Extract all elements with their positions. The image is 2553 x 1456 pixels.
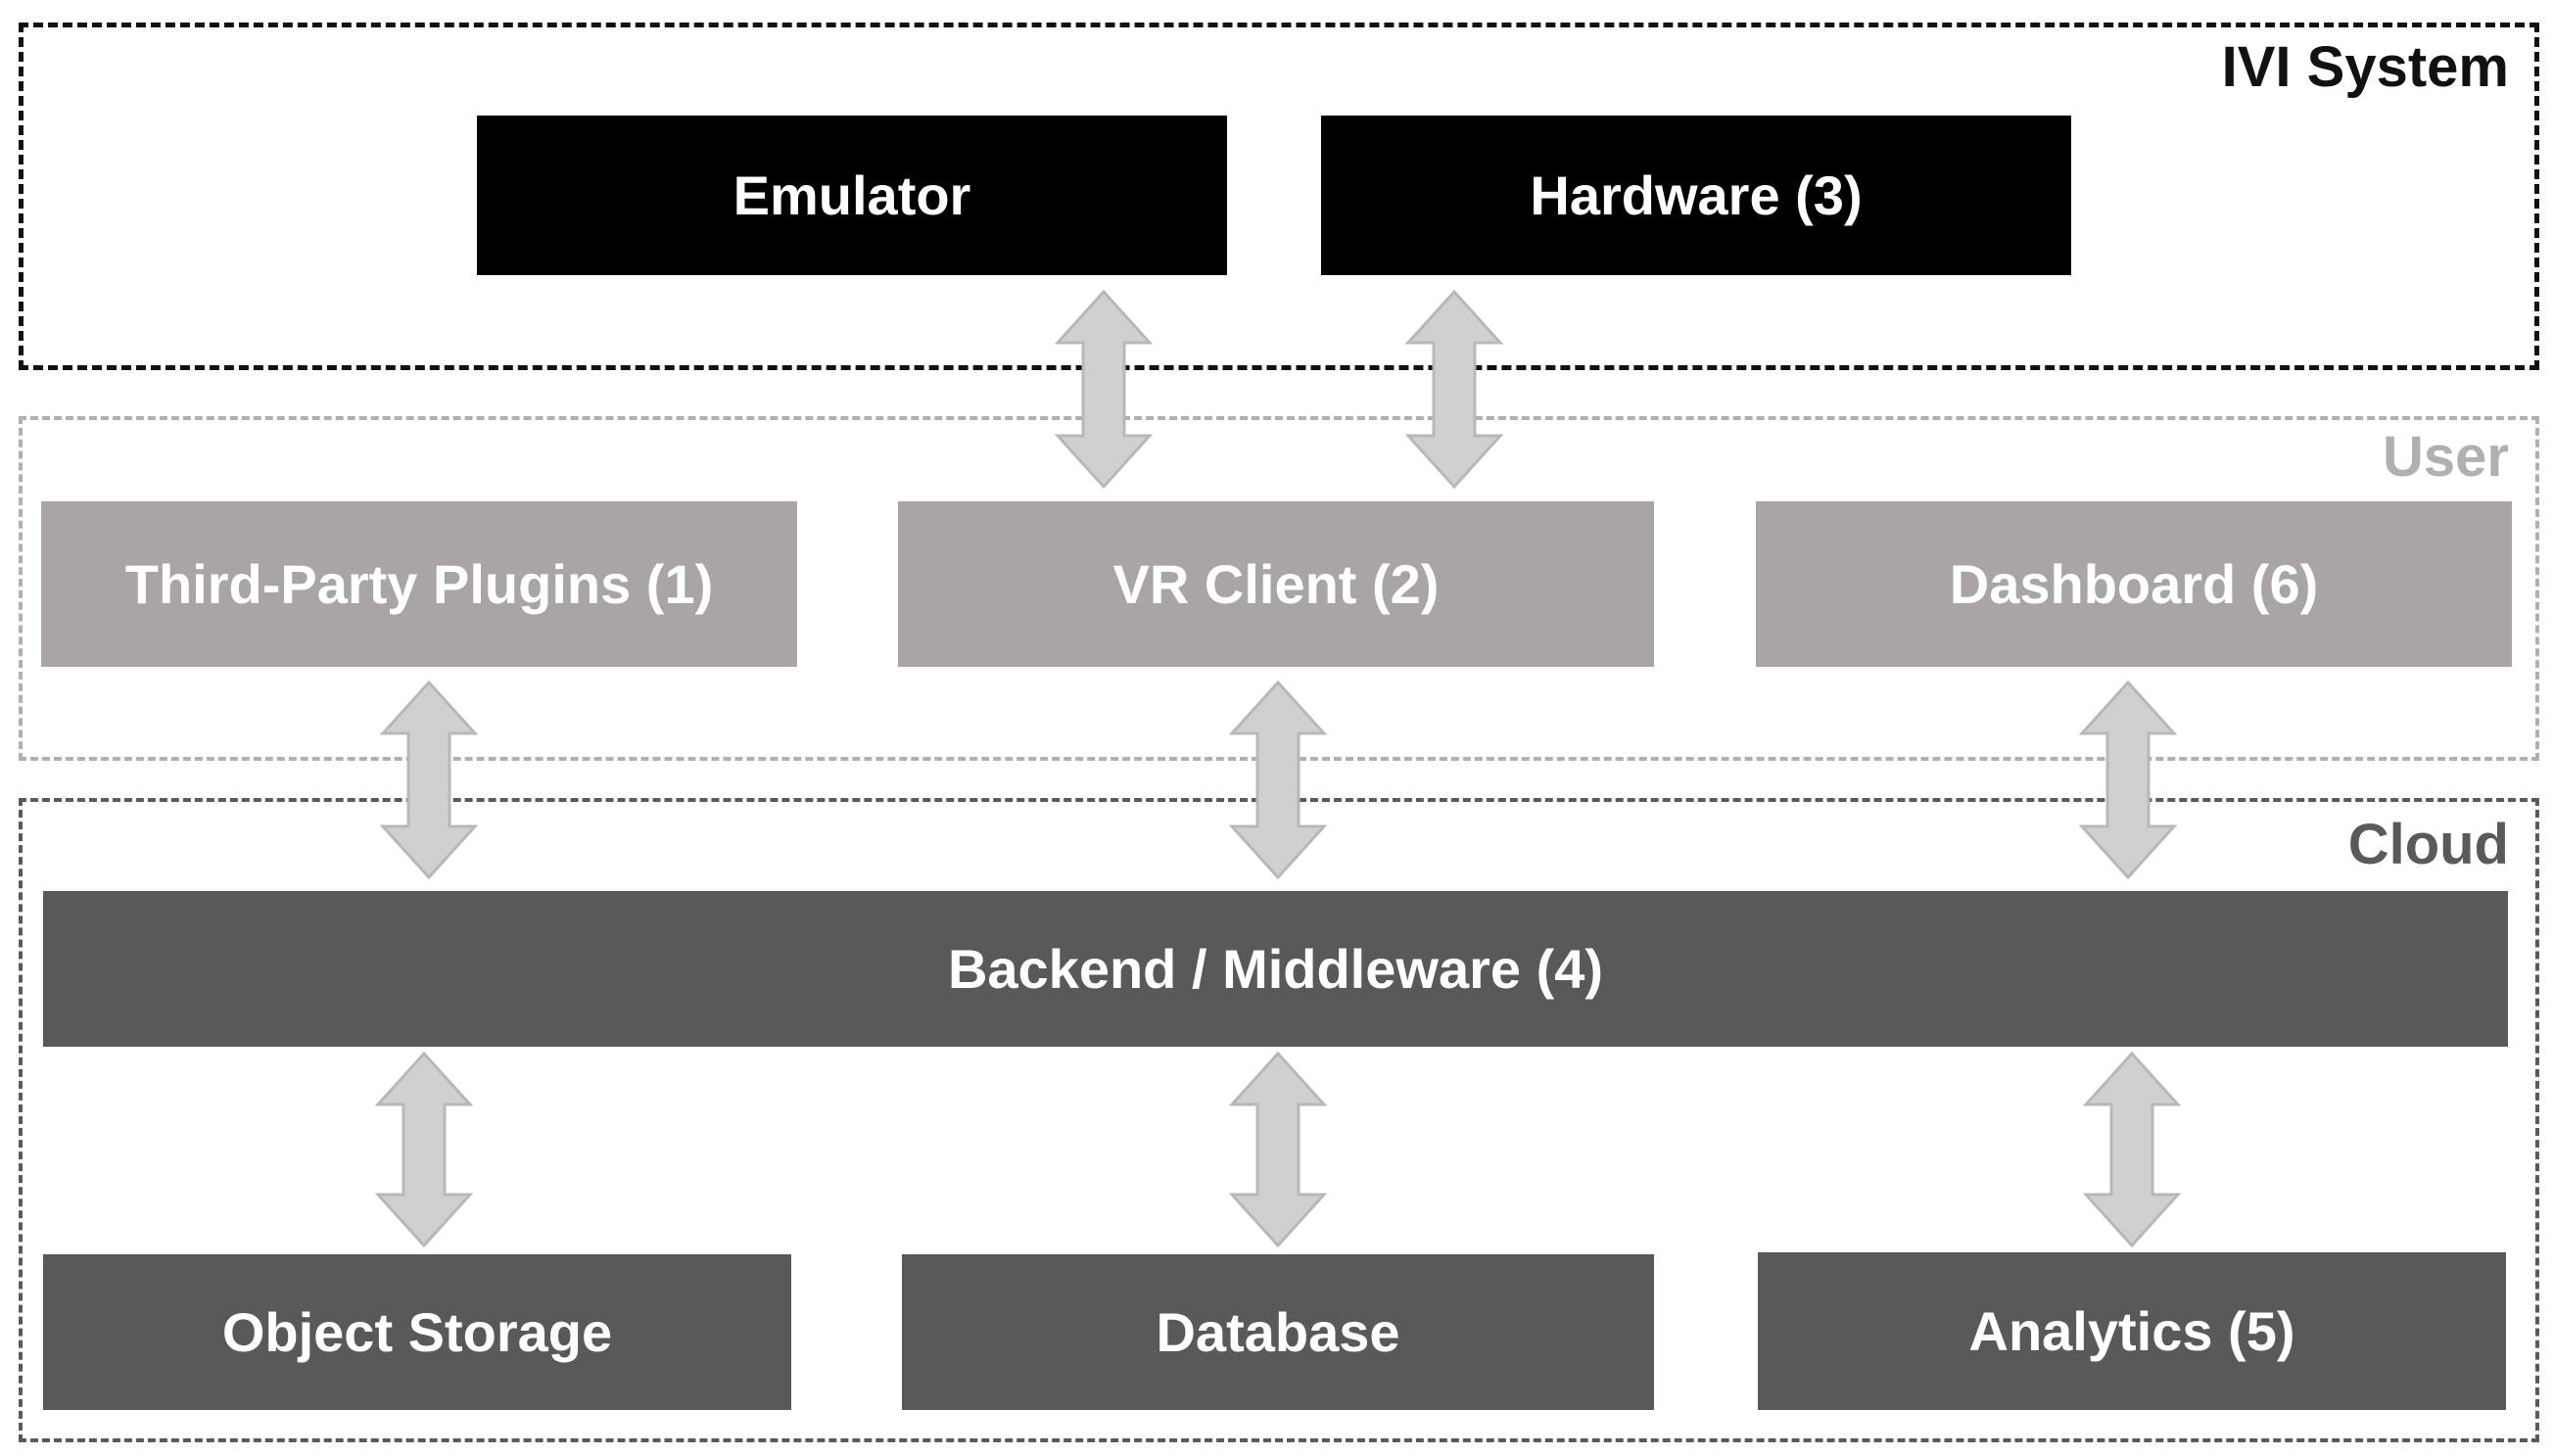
user-label: User <box>2383 425 2509 489</box>
ivi-system-group <box>19 23 2539 370</box>
arrow-backend-database <box>1228 1051 1328 1248</box>
arrow-plugins-backend <box>379 680 479 880</box>
dashboard-box: Dashboard (6) <box>1756 501 2512 667</box>
arrow-backend-object-storage <box>374 1051 474 1248</box>
arrow-dashboard-backend <box>2078 680 2178 880</box>
arrow-vr-client-hardware <box>1404 289 1504 490</box>
arrow-backend-analytics <box>2082 1051 2182 1248</box>
arrow-vr-client-emulator <box>1054 289 1154 490</box>
hardware-box: Hardware (3) <box>1321 116 2071 275</box>
analytics-box: Analytics (5) <box>1758 1252 2506 1410</box>
database-box: Database <box>902 1254 1654 1410</box>
emulator-box: Emulator <box>477 116 1227 275</box>
vr-client-box: VR Client (2) <box>898 501 1654 667</box>
arrow-vr-client-backend <box>1228 680 1328 880</box>
ivi-system-label: IVI System <box>2221 35 2509 99</box>
third-party-plugins-box: Third-Party Plugins (1) <box>41 501 797 667</box>
object-storage-box: Object Storage <box>43 1254 791 1410</box>
cloud-label: Cloud <box>2347 813 2509 876</box>
backend-middleware-box: Backend / Middleware (4) <box>43 891 2508 1047</box>
